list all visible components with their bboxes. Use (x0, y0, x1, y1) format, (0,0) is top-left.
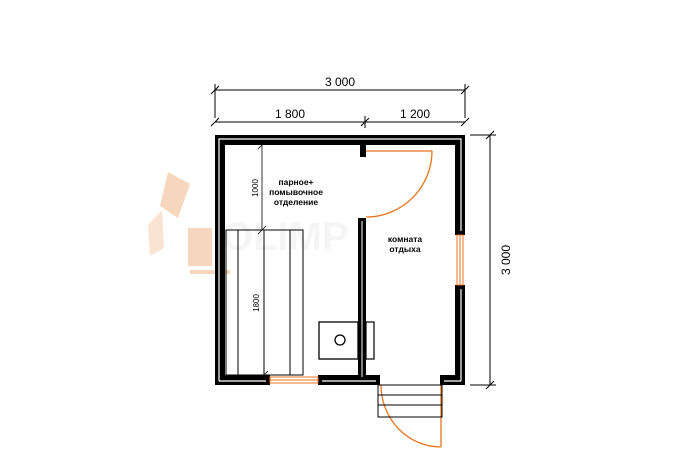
bench-dimension-1000: 1000 (251, 140, 267, 235)
watermark-logo: OLIMP (148, 172, 349, 274)
bench-dimension-1800: 1800 (252, 230, 269, 380)
door-entrance (380, 384, 442, 448)
window-right (456, 234, 464, 286)
entrance-steps (377, 384, 443, 418)
steam-room-label-line1: парное+ (278, 177, 313, 187)
dimension-left-part-label: 1 800 (275, 107, 305, 121)
dimension-left-part: 1 800 1 200 (210, 107, 470, 128)
stove-icon (318, 321, 375, 360)
bench-dimension-1800-label: 1800 (252, 294, 261, 312)
steam-room-label-line3: отделение (274, 197, 319, 207)
window-bottom (269, 376, 319, 384)
door-steam-room (365, 150, 433, 218)
svg-text:OLIMP: OLIMP (222, 215, 349, 259)
rest-room-label-line1: комната (388, 234, 423, 244)
dimension-right-part-label: 1 200 (400, 107, 430, 121)
dimension-total-width-label: 3 000 (325, 75, 355, 89)
dimension-total-height-label: 3 000 (499, 245, 513, 275)
dimension-total-height: 3 000 (470, 130, 513, 390)
outer-walls (215, 135, 465, 385)
dimension-total-width: 3 000 (210, 75, 470, 118)
rest-room-label-line2: отдыха (389, 244, 420, 254)
bench-dimension-1000-label: 1000 (251, 179, 260, 197)
wall-inner-lines (218, 138, 462, 382)
steam-room-label-line2: помывочное (269, 187, 323, 197)
